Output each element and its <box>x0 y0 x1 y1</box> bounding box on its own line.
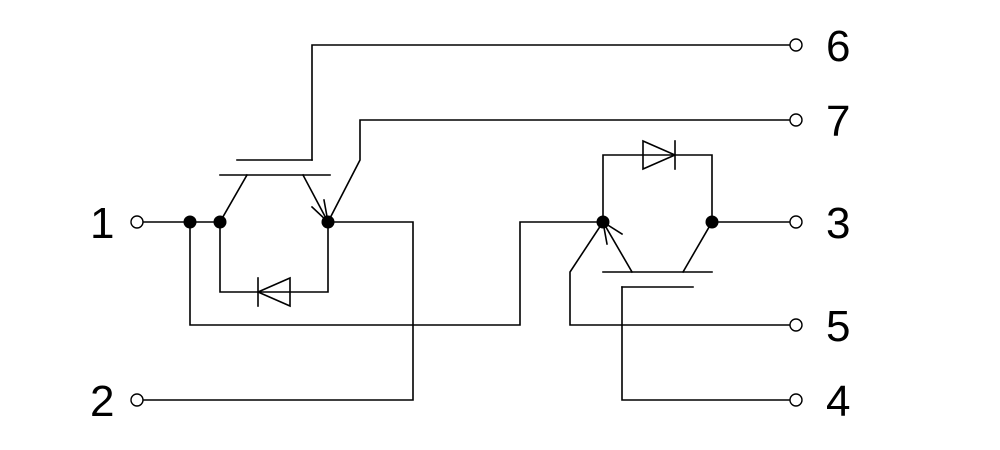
terminal-1-icon <box>130 215 144 229</box>
left-diode-triangle-icon <box>256 276 291 308</box>
right-igbt-switch <box>569 220 791 401</box>
left-igbt-switch <box>218 44 791 225</box>
terminal-2-icon <box>130 393 144 407</box>
left-collector-lead <box>218 173 249 224</box>
junction-dot <box>705 215 719 229</box>
terminal-6-icon <box>789 38 803 52</box>
wire-emitter-to-2 <box>142 221 414 401</box>
wire-gate-to-4 <box>621 286 791 401</box>
wire-emitter-to-7 <box>326 119 791 224</box>
junction-dot <box>183 215 197 229</box>
terminal-5-icon <box>789 318 803 332</box>
wire-1-to-right-emitter <box>189 221 604 326</box>
wire-gate-to-6 <box>311 44 791 161</box>
terminal-3-icon <box>789 215 803 229</box>
right-emitter-lead <box>601 220 634 274</box>
left-freewheel-diode <box>219 221 329 308</box>
left-emitter-lead <box>301 173 330 224</box>
terminal-3-label: 3 <box>826 199 850 248</box>
terminal-7-label: 7 <box>826 97 850 146</box>
terminal-7-icon <box>789 113 803 127</box>
junction-dot <box>321 215 335 229</box>
terminal-2-label: 2 <box>90 377 114 426</box>
right-collector-lead <box>681 220 714 274</box>
junction-dot <box>213 215 227 229</box>
right-diode-triangle-icon <box>642 139 677 171</box>
terminal-4-icon <box>789 393 803 407</box>
left-diode-loop <box>219 221 329 293</box>
terminal-6-label: 6 <box>826 22 850 71</box>
right-freewheel-diode <box>602 139 713 223</box>
junction-dot <box>596 215 610 229</box>
wire-aux-emitter-to-5 <box>569 220 791 326</box>
terminal-1-label: 1 <box>90 199 114 248</box>
terminal-5-label: 5 <box>826 302 850 351</box>
terminal-4-label: 4 <box>826 377 850 426</box>
right-diode-loop <box>602 154 713 223</box>
